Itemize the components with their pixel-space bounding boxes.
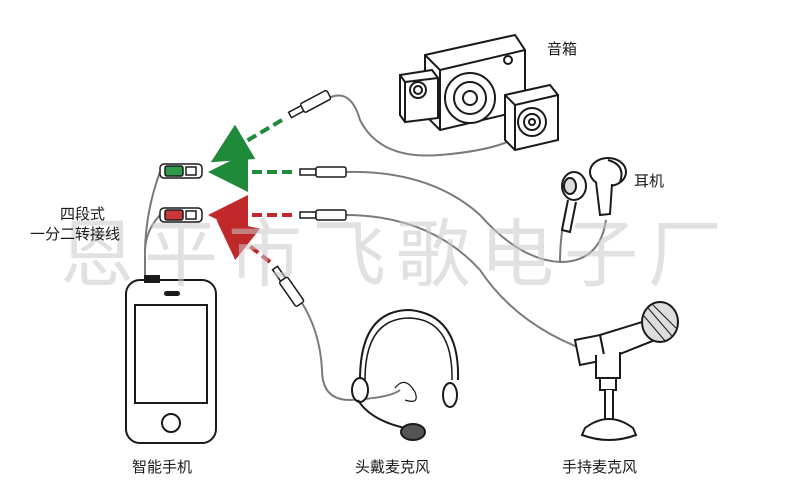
green-arrow-speaker <box>210 118 284 163</box>
label-earphones: 耳机 <box>634 172 665 190</box>
label-headset-mic: 头戴麦克风 <box>355 458 431 476</box>
label-handheld-mic: 手持麦克风 <box>562 458 638 476</box>
label-adapter-line2: 一分二转接线 <box>30 225 121 243</box>
handheld-mic-icon <box>573 301 679 441</box>
earphone-cable <box>344 170 607 264</box>
label-speaker: 音箱 <box>547 40 578 58</box>
smartphone-icon <box>125 275 217 444</box>
label-phone: 智能手机 <box>132 458 193 476</box>
earphones-icon <box>560 157 627 234</box>
signal-arrows <box>208 118 292 264</box>
speaker-cable <box>324 94 521 157</box>
phone-cable-branch <box>144 214 161 251</box>
cables <box>144 94 607 402</box>
headset-mic-icon <box>351 308 460 441</box>
handheld-mic-cable <box>344 214 601 356</box>
splitter-cable-icon <box>159 163 203 223</box>
label-adapter-line1: 四段式 <box>60 205 106 223</box>
speaker-icon <box>399 33 559 152</box>
headset-mic-cable <box>299 299 401 402</box>
red-arrow-headset <box>216 219 272 264</box>
audio-plug-icon <box>271 89 347 307</box>
